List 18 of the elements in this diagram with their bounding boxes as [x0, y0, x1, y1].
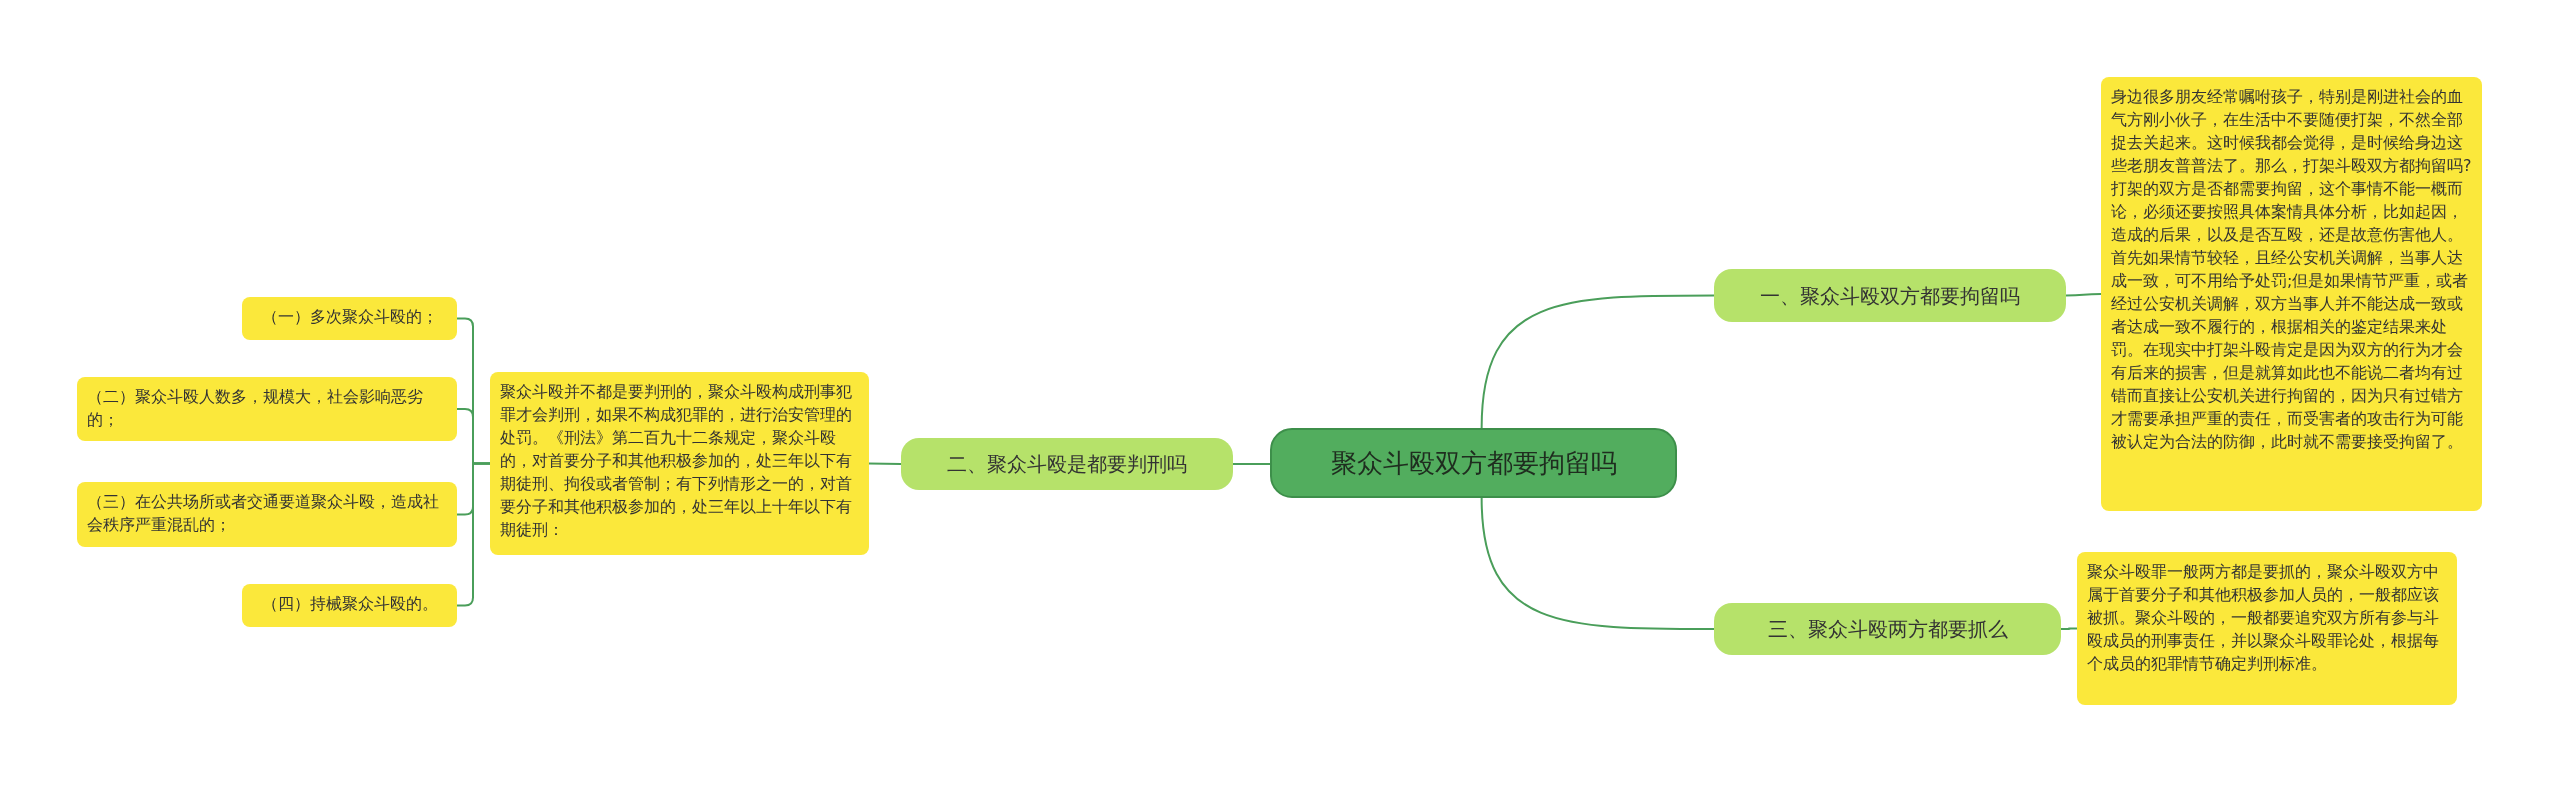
text-note: （二）聚众斗殴人数多，规模大，社会影响恶劣的；	[77, 377, 457, 441]
branch-topic: 二、聚众斗殴是都要判刑吗	[901, 438, 1233, 490]
text-note: （四）持械聚众斗殴的。	[242, 584, 457, 627]
text-note: （三）在公共场所或者交通要道聚众斗殴，造成社会秩序严重混乱的；	[77, 482, 457, 547]
root-topic: 聚众斗殴双方都要拘留吗	[1270, 428, 1677, 498]
connector-line	[456, 462, 491, 607]
text-note: 聚众斗殴并不都是要判刑的，聚众斗殴构成刑事犯罪才会判刑，如果不构成犯罪的，进行治安管理的处罚。《刑法》第二百九十二条规定，聚众斗殴的，对首要分子和其他积极参加的，处三年以下有期徒刑、拘役或者管制；有下列情形之一的，对首要分子和其他积极参加的，处三年以上十年以下有期徒刑：	[490, 372, 869, 555]
connector-line	[1232, 463, 1271, 465]
connector-line	[2065, 293, 2102, 297]
connector-line	[2060, 627, 2078, 630]
branch-topic: 三、聚众斗殴两方都要抓么	[1714, 603, 2061, 655]
connector-line	[868, 462, 902, 465]
branch-topic: 一、聚众斗殴双方都要拘留吗	[1714, 269, 2066, 322]
connector-line	[1480, 294, 1715, 429]
connector-line	[1480, 497, 1715, 630]
text-note: （一）多次聚众斗殴的；	[242, 297, 457, 340]
text-note: 聚众斗殴罪一般两方都是要抓的，聚众斗殴双方中属于首要分子和其他积极参加人员的，一般都应该被抓。聚众斗殴的，一般都要追究双方所有参与斗殴成员的刑事责任，并以聚众斗殴罪论处，根据每个成员的犯罪情节确定判刑标准。	[2077, 552, 2457, 705]
text-note: 身边很多朋友经常嘱咐孩子，特别是刚进社会的血气方刚小伙子，在生活中不要随便打架，不然全部捉去关起来。这时候我都会觉得，是时候给身边这些老朋友普普法了。那么，打架斗殴双方都拘留吗?打架的双方是否都需要拘留，这个事情不能一概而论，必须还要按照具体案情具体分析，比如起因，造成的后果，以及是否互殴，还是故意伤害他人。首先如果情节较轻，且经公安机关调解，当事人达成一致，可不用给予处罚;但是如果情节严重，或者经过公安机关调解，双方当事人并不能达成一致或者达成一致不履行的，根据相关的鉴定结果来处罚。在现实中打架斗殴肯定是因为双方的行为才会有后来的损害，但是就算如此也不能说二者均有过错而直接让公安机关进行拘留的，因为只有过错方才需要承担严重的责任，而受害者的攻击行为可能被认定为合法的防御，此时就不需要接受拘留了。	[2101, 77, 2482, 511]
